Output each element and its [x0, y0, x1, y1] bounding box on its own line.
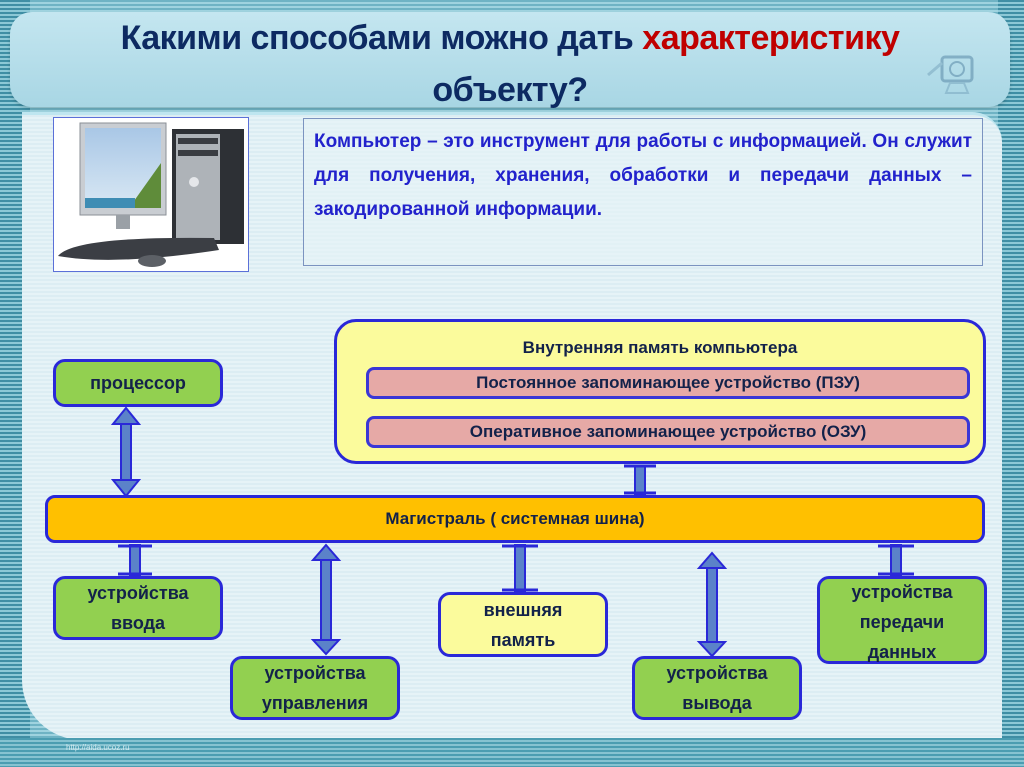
external-memory-label: внешняя память — [483, 599, 563, 650]
arrow-bus-output — [696, 551, 728, 658]
data-transfer-devices-label: устройства передачи данных — [851, 582, 953, 662]
computer-definition-text: Компьютер – это инструмент для работы с … — [303, 118, 983, 266]
control-devices-box: устройства управления — [230, 656, 400, 720]
rom-box: Постоянное запоминающее устройство (ПЗУ) — [366, 367, 970, 399]
title-box — [10, 12, 1010, 107]
title-accent: характеристику — [642, 19, 900, 57]
arrow-bus-data-transfer — [878, 544, 914, 576]
arrow-bus-external-memory — [502, 544, 538, 592]
data-transfer-devices-box: устройства передачи данных — [817, 576, 987, 664]
computer-photo — [53, 117, 249, 272]
input-devices-box: устройства ввода — [53, 576, 223, 640]
output-devices-label: устройства вывода — [666, 663, 768, 713]
page-title: Какими способами можно дать характеристи… — [10, 12, 1010, 116]
desktop-computer-icon — [58, 122, 244, 267]
title-part1: Какими способами можно дать — [120, 19, 643, 57]
computer-decoration-icon — [927, 55, 974, 94]
arrow-bus-input — [118, 544, 152, 576]
background-stripes-right — [998, 0, 1024, 767]
output-devices-box: устройства вывода — [632, 656, 802, 720]
processor-box: процессор — [53, 359, 223, 407]
processor-label: процессор — [90, 373, 186, 393]
external-memory-box: внешняя память — [438, 592, 608, 657]
footer-band — [0, 738, 1024, 767]
arrow-memory-bus — [624, 464, 656, 495]
system-bus: Магистраль ( системная шина) — [45, 495, 985, 543]
ram-box: Оперативное запоминающее устройство (ОЗУ… — [366, 416, 970, 448]
footer-url: http://aida.ucoz.ru — [66, 743, 130, 752]
arrow-bus-control — [310, 543, 342, 656]
arrow-processor-bus — [110, 406, 142, 498]
input-devices-label: устройства ввода — [87, 583, 189, 633]
internal-memory-title: Внутренняя память компьютера — [522, 338, 798, 357]
control-devices-label: устройства управления — [261, 663, 369, 713]
title-part2: объекту? — [432, 71, 588, 109]
